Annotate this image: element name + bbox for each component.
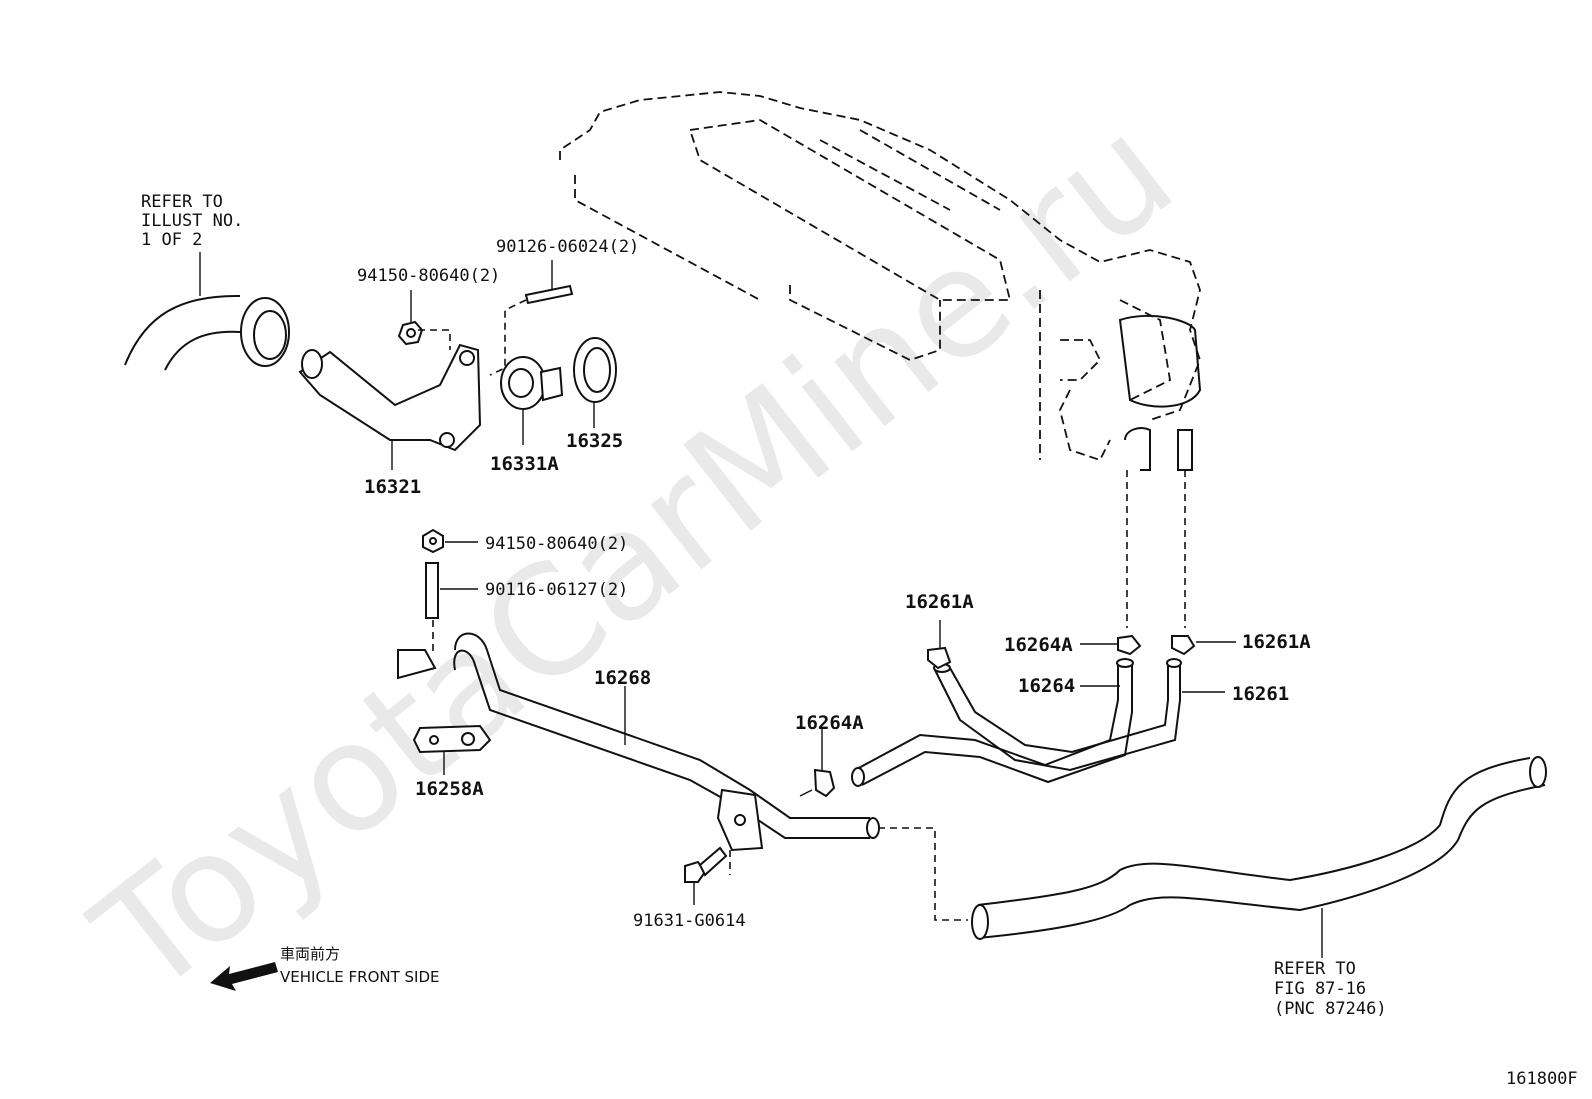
label-90126: 90126-06024(2)	[496, 237, 639, 257]
label-94150-top: 94150-80640(2)	[357, 266, 500, 286]
label-16268: 16268	[594, 667, 651, 689]
label-16264: 16264	[1018, 675, 1075, 697]
front-side-en: VEHICLE FRONT SIDE	[280, 968, 440, 986]
label-16258a: 16258A	[415, 778, 484, 800]
nut-top	[397, 320, 424, 346]
label-94150-mid: 94150-80640(2)	[485, 534, 628, 554]
label-16331a: 16331A	[490, 453, 559, 475]
label-16264a-left: 16264A	[795, 712, 864, 734]
bypass-hoses	[851, 658, 1182, 787]
refer-bottom-line1: REFER TO	[1274, 959, 1356, 979]
figure-code: 161800F	[1506, 1069, 1578, 1089]
refer-bottom-line2: FIG 87-16	[1274, 979, 1366, 999]
thermostat	[500, 356, 564, 410]
water-outlet	[298, 343, 482, 452]
label-16325: 16325	[566, 430, 623, 452]
label-90116: 90116-06127(2)	[485, 580, 628, 600]
hose-clamp-right-a	[1117, 634, 1142, 656]
upper-radiator-hose	[124, 294, 290, 371]
nut-mid	[422, 528, 444, 554]
label-16261a-top: 16261A	[905, 591, 974, 613]
gasket-ring	[573, 337, 617, 403]
refer-top-line2: ILLUST NO.	[141, 211, 243, 231]
label-16321: 16321	[364, 476, 421, 498]
label-16261a-right: 16261A	[1242, 631, 1311, 653]
stud-mid	[425, 562, 439, 619]
label-91631: 91631-G0614	[633, 911, 746, 931]
front-side-jp: 車両前方	[280, 945, 340, 963]
flange-gasket	[412, 724, 492, 754]
hose-clamp-left	[799, 768, 836, 798]
stud-top	[524, 284, 574, 305]
refer-top-line1: REFER TO	[141, 192, 223, 212]
label-16264a-right: 16264A	[1004, 634, 1073, 656]
refer-top-line3: 1 OF 2	[141, 230, 202, 250]
label-16261: 16261	[1232, 683, 1289, 705]
hose-clamp-right-b	[1171, 635, 1196, 656]
lower-hose	[971, 756, 1547, 940]
flange-bolt	[684, 846, 728, 883]
hose-clamp-top	[927, 646, 952, 670]
arrow-left-icon	[210, 962, 278, 991]
engine-hose-stub	[1118, 314, 1202, 471]
refer-bottom-line3: (PNC 87246)	[1274, 999, 1387, 1019]
engine-outline	[559, 91, 1201, 462]
water-bypass-pipe	[397, 632, 880, 852]
